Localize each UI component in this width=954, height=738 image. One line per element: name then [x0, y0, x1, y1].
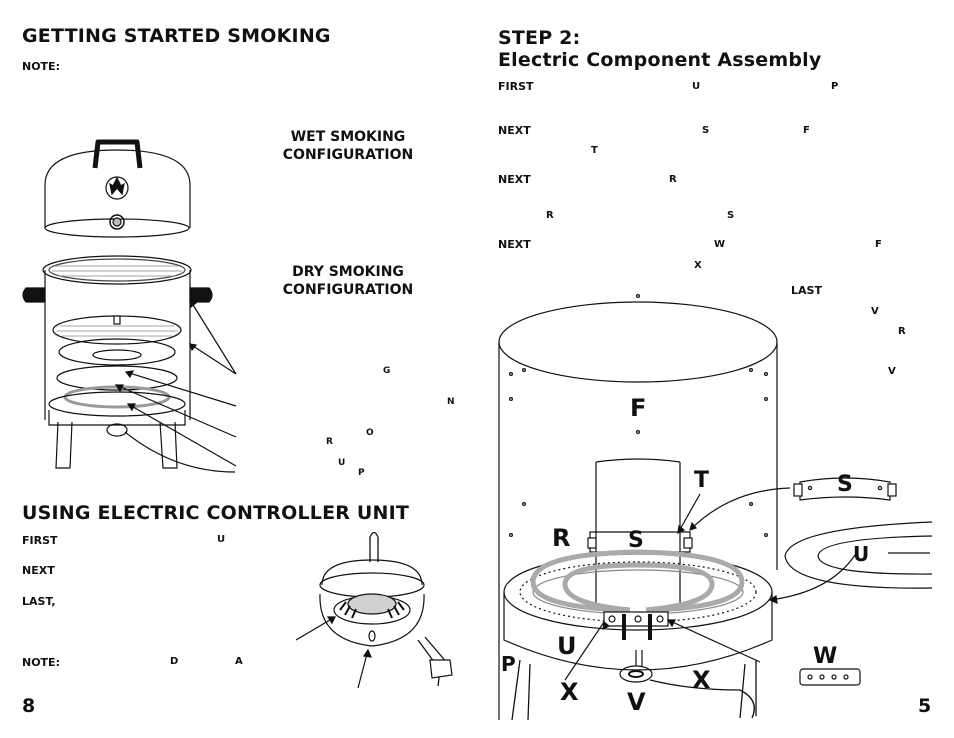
heating-element-left — [63, 385, 171, 409]
callout-u: U — [338, 458, 346, 468]
diagram-label-u-pan: U — [853, 542, 870, 566]
diagram-label-r: R — [552, 524, 571, 552]
step-title: STEP 2: — [498, 27, 581, 49]
smoker-lid — [44, 149, 191, 228]
thermometer-icon — [109, 214, 125, 230]
controller-knob-small — [106, 423, 128, 437]
callout-g: G — [383, 366, 391, 376]
step-first: FIRST — [22, 534, 58, 547]
instr-4-letter-x: X — [694, 260, 702, 271]
instr-2-letter-t: T — [591, 145, 598, 156]
note2-letter-d: D — [170, 656, 179, 667]
base-ring — [503, 553, 773, 631]
smoker-illustration — [22, 139, 237, 473]
diagram-label-v: V — [627, 688, 646, 716]
instr-5-letter-v: V — [871, 306, 879, 317]
callout-n: N — [447, 397, 455, 407]
water-pan — [58, 338, 176, 366]
controller-cord — [417, 636, 449, 687]
heating-element-coil — [530, 549, 745, 613]
top-cooking-grid — [48, 258, 186, 282]
step-last: LAST, — [22, 595, 56, 608]
callout-p: P — [358, 468, 365, 478]
instr-3-word: NEXT — [498, 173, 531, 186]
step-subtitle: Electric Component Assembly — [498, 49, 822, 71]
lava-pan — [56, 365, 178, 391]
instr-4-letter-w: W — [714, 239, 726, 250]
instr-2-word: NEXT — [498, 124, 531, 137]
instr-5-letter-v2: V — [888, 366, 896, 377]
instr-3-letter-r2: R — [546, 210, 554, 221]
lower-cooking-grid — [52, 315, 182, 345]
instr-2-letter-f: F — [803, 125, 810, 136]
instr-3-letter-s: S — [727, 210, 735, 221]
diagram-label-w: W — [813, 644, 838, 669]
diagram-label-f: F — [630, 394, 647, 422]
note2-letter-a: A — [235, 656, 243, 667]
instr-1-letter-u: U — [692, 81, 701, 92]
instr-5-letter-r: R — [898, 326, 906, 337]
diagram-label-s-bracket: S — [837, 472, 853, 497]
diagram-label-t: T — [694, 468, 710, 493]
terminal-plate — [603, 611, 669, 627]
controller-probe — [369, 531, 379, 562]
instr-1-letter-p: P — [831, 81, 839, 92]
dry-smoking-label: DRY SMOKING CONFIGURATION — [282, 264, 414, 298]
side-handle-left — [22, 287, 46, 303]
instr-1-word: FIRST — [498, 80, 534, 93]
wet-smoking-label: WET SMOKING CONFIGURATION — [282, 129, 414, 163]
controller-on-base — [619, 665, 653, 683]
step-next: NEXT — [22, 564, 55, 577]
damper-vent-icon — [105, 176, 129, 200]
instr-5-word: LAST — [791, 284, 822, 297]
electric-controller-illustration — [295, 531, 453, 689]
callout-r: R — [326, 437, 333, 447]
step-first-letter-u: U — [217, 534, 226, 545]
note-label: NOTE: — [22, 60, 60, 73]
diagram-label-s: S — [628, 528, 644, 553]
right-page-number: 5 — [918, 695, 932, 717]
instr-2-letter-s: S — [702, 125, 710, 136]
left-page-title: GETTING STARTED SMOKING — [22, 25, 331, 47]
indicator-light-icon — [368, 630, 376, 642]
diagram-label-p: P — [501, 652, 516, 676]
controller-section-title: USING ELECTRIC CONTROLLER UNIT — [22, 502, 410, 524]
side-handle-right — [189, 287, 213, 303]
terminal-plate-part-w — [799, 668, 861, 686]
controller-dial-icon — [347, 593, 397, 615]
instr-3-letter-r: R — [669, 174, 677, 185]
smoker-legs — [55, 421, 178, 469]
diagram-label-x-right: X — [692, 666, 711, 694]
instr-4-letter-f: F — [875, 239, 882, 250]
left-page-number: 8 — [22, 695, 36, 717]
smoker-body-cutaway — [498, 294, 778, 721]
callout-arrows-right — [564, 487, 856, 681]
diagram-label-u: U — [557, 632, 577, 660]
callout-o: O — [366, 428, 374, 438]
instr-4-word: NEXT — [498, 238, 531, 251]
note2-label: NOTE: — [22, 656, 60, 669]
diagram-label-x-left: X — [560, 678, 579, 706]
lid-handle — [92, 139, 143, 169]
